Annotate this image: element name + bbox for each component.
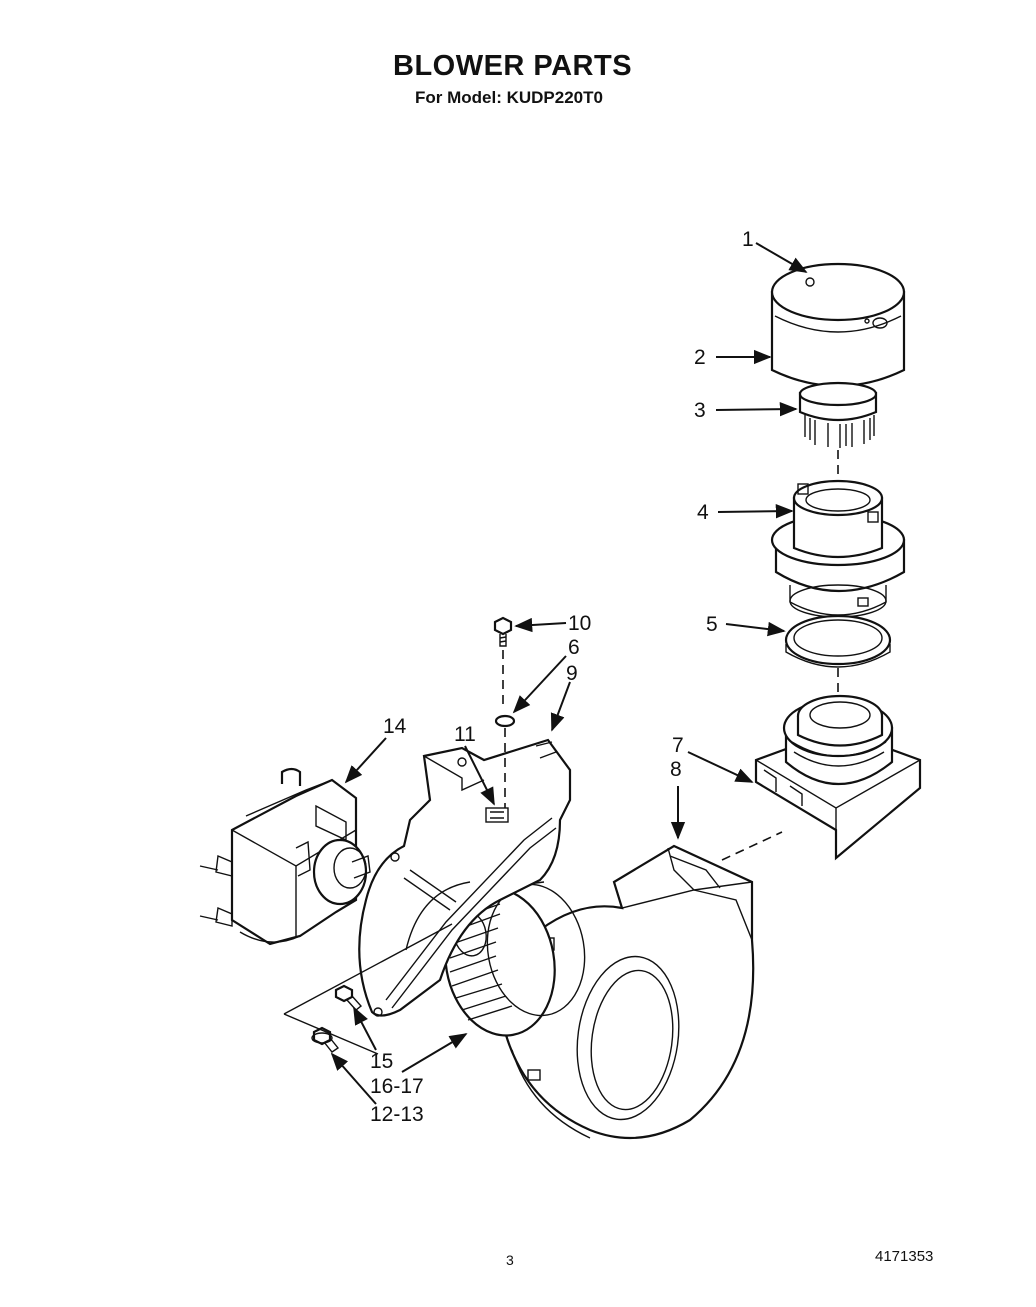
- callout-14: 14: [383, 715, 407, 738]
- callout-1: 1: [742, 228, 754, 251]
- base-housing-part: [754, 694, 922, 861]
- callout-2: 2: [694, 346, 706, 369]
- screw-bracket-line-a: [283, 923, 453, 1015]
- callout-7: 7: [672, 734, 684, 757]
- collar-part: [770, 479, 906, 618]
- screw-bracket-line-b: [283, 1013, 379, 1055]
- callout-5: 5: [706, 613, 718, 636]
- callout-11: 11: [454, 723, 476, 746]
- alignment-line-c: [721, 831, 783, 861]
- callout-15: 15: [370, 1050, 393, 1073]
- page-title: BLOWER PARTS: [393, 50, 633, 82]
- seal-ring-part: [784, 614, 892, 668]
- spindle-part: [798, 381, 878, 448]
- cap-part: [770, 262, 906, 388]
- screw-10-part: [493, 616, 513, 647]
- mounting-plate-part: [358, 738, 572, 1017]
- callout-16-17: 16-17: [370, 1075, 424, 1098]
- page-number: 3: [506, 1252, 514, 1268]
- callout-6: 6: [568, 636, 580, 659]
- screw-15-part: [334, 984, 363, 1011]
- callout-4: 4: [697, 501, 709, 524]
- callout-9: 9: [566, 662, 578, 685]
- washer-6-part: [494, 714, 516, 728]
- motor-part: [199, 767, 371, 946]
- callout-10: 10: [568, 612, 591, 635]
- callout-3: 3: [694, 399, 706, 422]
- document-number: 4171353: [875, 1248, 934, 1265]
- leader-lines: [330, 242, 808, 1105]
- model-subtitle: For Model: KUDP220T0: [415, 88, 603, 107]
- callout-12-13: 12-13: [370, 1103, 424, 1126]
- callout-8: 8: [670, 758, 682, 781]
